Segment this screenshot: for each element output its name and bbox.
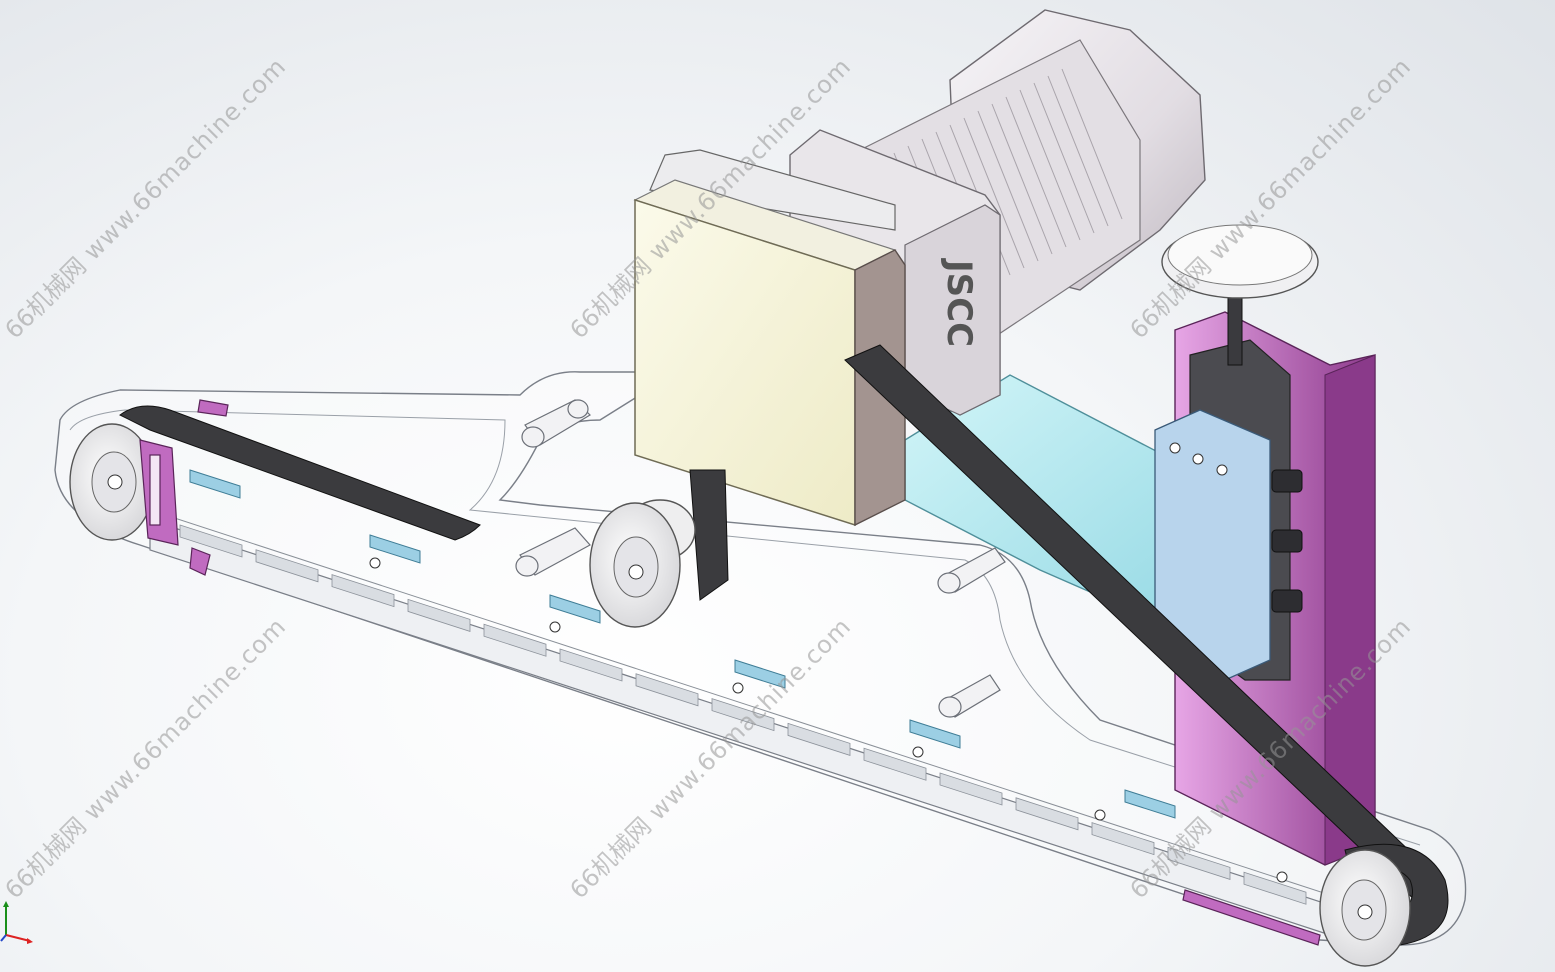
rail-slot [1091, 822, 1155, 856]
guide-clips [189, 469, 1356, 854]
guide-clip [734, 659, 786, 689]
rail-slot [787, 722, 851, 756]
rail-slot [179, 524, 243, 558]
conveyor-rail[interactable] [149, 509, 1331, 936]
rail-screws [369, 557, 1288, 883]
rail-slot [1243, 871, 1307, 905]
end-bracket-right[interactable] [1182, 889, 1321, 946]
motor-fin [1005, 96, 1067, 248]
rail-slot [1015, 797, 1079, 831]
rail-screw [732, 682, 744, 694]
rail-slot [635, 673, 699, 707]
guide-clip [549, 594, 601, 624]
adjust-knob[interactable] [1161, 224, 1319, 366]
flat-belt [119, 344, 1449, 946]
rail-slot [331, 574, 395, 608]
motor-fin [963, 117, 1025, 269]
end-bracket-left[interactable] [139, 399, 229, 576]
motor-fin [1019, 89, 1081, 241]
rail-slot [1167, 846, 1231, 880]
drive-pulley-left[interactable] [69, 423, 155, 541]
rail-slot [863, 747, 927, 781]
rail-screw [369, 557, 381, 569]
height-adjust-clamp[interactable] [1154, 339, 1303, 681]
guide-clip [369, 534, 421, 564]
rail-slot [939, 772, 1003, 806]
rail-screw [1094, 809, 1106, 821]
motor-fin [991, 103, 1053, 255]
rail-screw [549, 621, 561, 633]
tension-pulley[interactable] [589, 499, 696, 628]
rail-slot [407, 598, 471, 632]
motor-fin [1047, 75, 1109, 227]
rail-screw [912, 746, 924, 758]
guide-clip [909, 719, 961, 749]
rail-slot [483, 623, 547, 657]
motor-fin [1061, 68, 1123, 220]
rail-slot [711, 698, 775, 732]
rail-slot [559, 648, 623, 682]
motor-fin [1033, 82, 1095, 234]
xyz-axis-triad-icon[interactable] [0, 895, 40, 945]
rail-screw [1276, 871, 1288, 883]
guide-clip [1124, 789, 1176, 819]
standoff-pins [515, 399, 1006, 718]
guide-clip [189, 469, 241, 499]
rail-slot [255, 549, 319, 583]
motor-brand-label: JSCC [939, 258, 979, 347]
motor-fin [977, 110, 1039, 262]
idler-pulley-right[interactable] [1319, 849, 1411, 967]
belt-cover[interactable] [633, 149, 906, 527]
